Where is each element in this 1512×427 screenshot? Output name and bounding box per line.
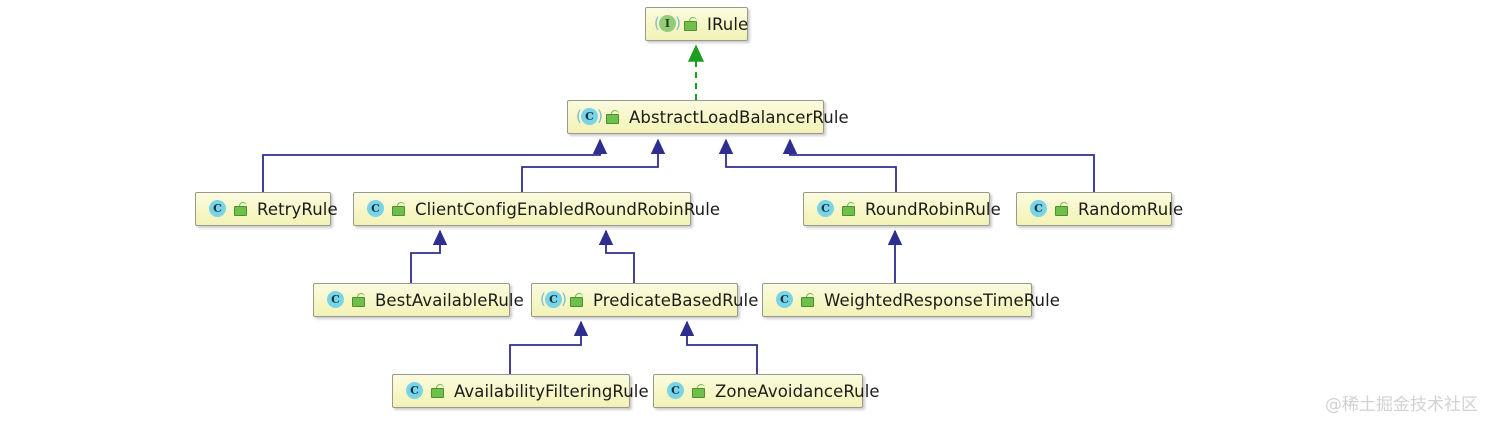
node-label: RandomRule (1078, 199, 1184, 219)
node-availability-filtering-rule[interactable]: C AvailabilityFilteringRule (392, 374, 649, 408)
node-label: AvailabilityFilteringRule (454, 381, 649, 401)
unlocked-green-padlock-icon (429, 383, 445, 399)
class-icon: C (403, 381, 425, 401)
class-icon-letter: C (209, 200, 226, 217)
class-icon: C (364, 199, 386, 219)
edge-predicate-based-rule-to-client-config-enabled-round-robin-rule (598, 229, 635, 283)
class-icon: C (1027, 199, 1049, 219)
node-retry-rule[interactable]: C RetryRule (195, 192, 338, 226)
class-icon: C (540, 290, 567, 310)
node-label: ClientConfigEnabledRoundRobinRule (415, 199, 721, 219)
node-predicate-based-rule[interactable]: C PredicateBasedRule (531, 283, 758, 317)
edge-best-available-rule-to-client-config-enabled-round-robin-rule (410, 229, 448, 283)
node-label: ZoneAvoidanceRule (715, 381, 880, 401)
unlocked-green-padlock-icon (604, 109, 620, 125)
node-label: PredicateBasedRule (593, 290, 759, 310)
class-icon: C (576, 107, 603, 127)
edge-zone-avoidance-rule-to-predicate-based-rule (679, 320, 758, 374)
interface-icon: I (654, 14, 681, 34)
class-icon-letter: C (406, 382, 423, 399)
node-label: BestAvailableRule (375, 290, 524, 310)
class-icon-letter: C (776, 291, 793, 308)
unlocked-green-padlock-icon (232, 201, 248, 217)
class-icon: C (206, 199, 228, 219)
unlocked-green-padlock-icon (568, 292, 584, 308)
watermark: @稀土掘金技术社区 (1325, 395, 1478, 415)
unlocked-green-padlock-icon (690, 383, 706, 399)
class-icon: C (664, 381, 686, 401)
edge-retry-rule-to-abstract-load-balancer-rule (262, 138, 608, 192)
class-icon: C (773, 290, 795, 310)
node-round-robin-rule[interactable]: C RoundRobinRule (803, 192, 1001, 226)
node-label: RetryRule (257, 199, 338, 219)
node-zone-avoidance-rule[interactable]: C ZoneAvoidanceRule (653, 374, 880, 408)
node-label: WeightedResponseTimeRule (824, 290, 1061, 310)
node-label: IRule (707, 14, 749, 34)
node-random-rule[interactable]: C RandomRule (1016, 192, 1183, 226)
edge-round-robin-rule-to-abstract-load-balancer-rule (718, 138, 897, 192)
node-irule[interactable]: I IRule (645, 7, 748, 41)
edge-availability-filtering-rule-to-predicate-based-rule (509, 320, 589, 374)
class-icon: C (324, 290, 346, 310)
unlocked-green-padlock-icon (840, 201, 856, 217)
node-label: AbstractLoadBalancerRule (629, 107, 849, 127)
edge-random-rule-to-abstract-load-balancer-rule (782, 138, 1095, 192)
class-icon-letter: C (817, 200, 834, 217)
class-icon: C (814, 199, 836, 219)
node-weighted-response-time-rule[interactable]: C WeightedResponseTimeRule (762, 283, 1060, 317)
node-label: RoundRobinRule (865, 199, 1001, 219)
class-icon-letter: C (367, 200, 384, 217)
class-icon-letter: C (581, 108, 598, 125)
unlocked-green-padlock-icon (390, 201, 406, 217)
class-icon-letter: C (545, 291, 562, 308)
unlocked-green-padlock-icon (1053, 201, 1069, 217)
class-icon-letter: C (1030, 200, 1047, 217)
node-client-config-enabled-round-robin-rule[interactable]: C ClientConfigEnabledRoundRobinRule (353, 192, 720, 226)
unlocked-green-padlock-icon (799, 292, 815, 308)
node-abstract-load-balancer-rule[interactable]: C AbstractLoadBalancerRule (567, 100, 849, 134)
class-icon-letter: C (327, 291, 344, 308)
unlocked-green-padlock-icon (350, 292, 366, 308)
class-icon-letter: C (667, 382, 684, 399)
node-best-available-rule[interactable]: C BestAvailableRule (313, 283, 524, 317)
unlocked-green-padlock-icon (682, 16, 698, 32)
interface-icon-letter: I (659, 15, 676, 32)
edge-client-config-enabled-round-robin-rule-to-abstract-load-balancer-rule (521, 138, 666, 192)
